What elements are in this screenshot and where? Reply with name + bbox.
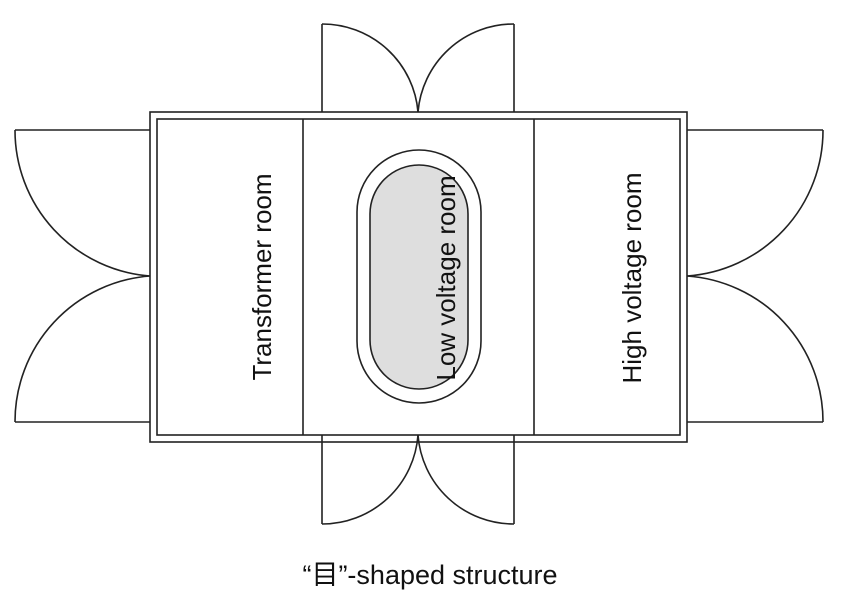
right-double-door xyxy=(686,129,824,423)
high-voltage-room-label: High voltage room xyxy=(617,173,647,384)
diagram-caption: “目”-shaped structure xyxy=(302,560,557,590)
low-voltage-room-label: Low voltage room xyxy=(431,175,461,380)
top-double-door xyxy=(321,23,515,113)
center-oval-outer xyxy=(356,149,482,404)
bottom-double-door xyxy=(321,434,515,525)
left-double-door xyxy=(14,129,151,423)
transformer-room-label: Transformer room xyxy=(247,173,277,380)
center-oval-inner xyxy=(369,164,469,390)
